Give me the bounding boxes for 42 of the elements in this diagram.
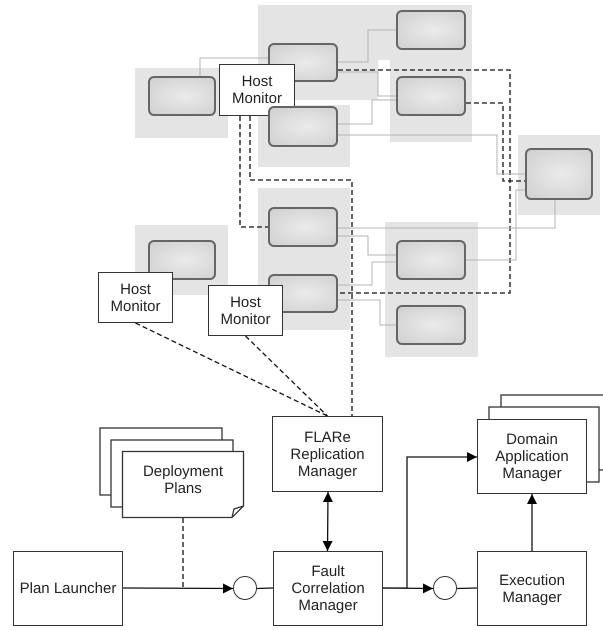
dashed-connector <box>245 336 328 416</box>
component-box <box>396 305 466 345</box>
component-box <box>268 106 338 147</box>
component-box <box>148 240 216 280</box>
connector-line <box>338 300 396 326</box>
connector-line <box>338 236 396 256</box>
connector-line <box>256 587 274 590</box>
arrow <box>527 494 537 551</box>
dashed-connector <box>182 518 184 588</box>
arrow <box>322 492 333 551</box>
dashed-connector <box>135 322 328 417</box>
dashed-connector <box>338 69 511 294</box>
connector-line <box>338 200 556 228</box>
process-box: Host Monitor <box>98 272 173 323</box>
component-box <box>396 76 466 116</box>
junction-circle <box>433 576 457 600</box>
connector-line <box>338 30 396 62</box>
connector-line <box>200 58 268 76</box>
process-box: Plan Launcher <box>13 551 123 626</box>
process-box: Fault Correlation Manager <box>273 551 383 626</box>
connector-line <box>338 100 396 124</box>
component-box <box>148 76 216 116</box>
process-box: Host Monitor <box>208 285 283 336</box>
process-box: Host Monitor <box>219 64 295 116</box>
component-box <box>525 148 593 200</box>
connector-line <box>456 587 478 590</box>
arrow <box>383 452 477 589</box>
connector-line <box>338 262 396 286</box>
connector-line <box>466 190 526 260</box>
arrow <box>123 583 233 594</box>
connector-line <box>338 72 396 96</box>
junction-circle <box>233 576 257 600</box>
component-box <box>396 10 466 50</box>
connector-line <box>338 134 526 174</box>
dashed-connector <box>249 116 353 416</box>
process-box: Domain Application Manager <box>477 419 587 494</box>
component-box <box>396 240 466 280</box>
process-box: Execution Manager <box>477 551 587 626</box>
dashed-connector <box>239 116 268 228</box>
component-box <box>268 207 338 247</box>
dashed-connector <box>466 102 525 182</box>
process-box: FLARe Replication Manager <box>272 416 383 492</box>
